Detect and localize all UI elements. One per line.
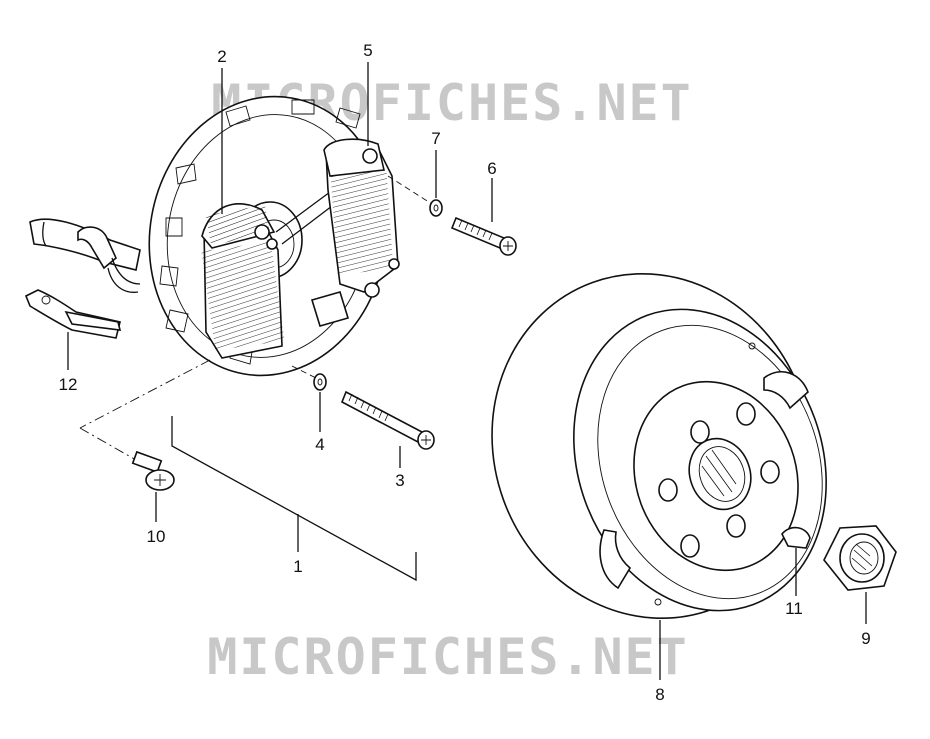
- callout-labels: 2 5 7 6 12 4 3 10 1 11 9 8: [59, 41, 871, 704]
- wire-clamp: [24, 289, 122, 339]
- bolt-3: [340, 390, 435, 450]
- callout-4: 4: [315, 435, 324, 454]
- wire-harness: [29, 218, 141, 293]
- callout-3: 3: [395, 471, 404, 490]
- callout-12: 12: [59, 375, 78, 394]
- callout-11: 11: [785, 599, 803, 618]
- callout-2: 2: [217, 47, 226, 66]
- callout-8: 8: [655, 685, 664, 704]
- washer-7: [429, 199, 443, 217]
- stator-assembly: [29, 95, 433, 469]
- screw-10: [131, 450, 175, 491]
- charging-coil-right: [323, 138, 400, 298]
- callout-1: 1: [293, 557, 302, 576]
- callout-6: 6: [487, 159, 496, 178]
- washer-4: [313, 373, 327, 391]
- bolt-6: [450, 216, 517, 256]
- callout-7: 7: [431, 129, 440, 148]
- ignition-coil-left: [201, 191, 333, 359]
- callout-5: 5: [363, 41, 372, 60]
- callout-10: 10: [147, 527, 166, 546]
- leader-lines: [67, 62, 867, 680]
- flywheel-rotor: [491, 272, 827, 620]
- callout-9: 9: [861, 629, 870, 648]
- woodruff-key: [781, 526, 811, 549]
- flywheel-nut: [823, 525, 897, 591]
- watermark-bottom: MICROFICHES.NET: [207, 628, 689, 686]
